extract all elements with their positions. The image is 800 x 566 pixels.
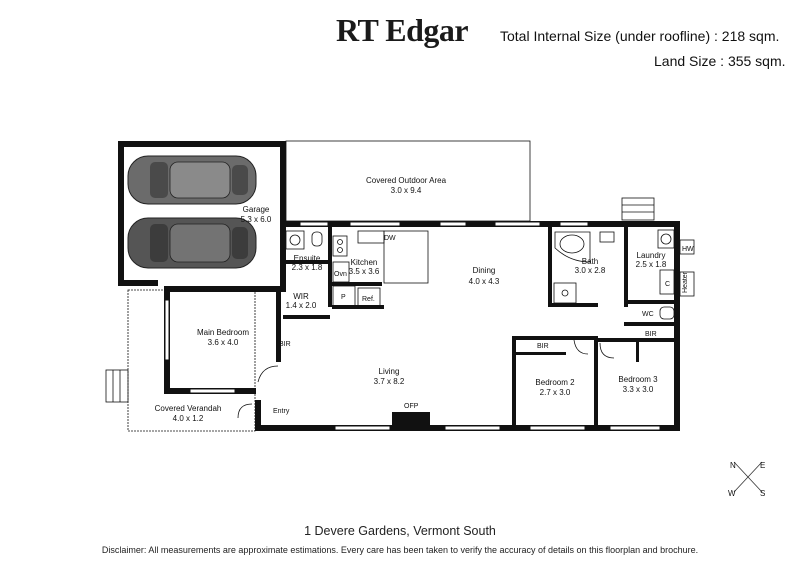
label-covered-verandah: Covered Verandah: [155, 404, 222, 413]
house-walls: [164, 221, 680, 431]
size-garage: 5.3 x 6.0: [241, 215, 272, 224]
label-ofp: OFP: [404, 403, 419, 410]
car-top: [127, 155, 257, 205]
front-steps: [105, 369, 129, 403]
label-bir-main: BIR: [279, 341, 291, 348]
disclaimer-text: Disclaimer: All measurements are approxi…: [101, 545, 699, 555]
label-covered-outdoor: Covered Outdoor Area: [366, 176, 447, 185]
size-bedroom3: 3.3 x 3.0: [623, 385, 654, 394]
size-bath: 3.0 x 2.8: [575, 266, 606, 275]
size-wir: 1.4 x 2.0: [286, 301, 317, 310]
label-wir: WIR: [293, 292, 309, 301]
open-fireplace: [392, 412, 430, 426]
size-covered-outdoor: 3.0 x 9.4: [391, 186, 422, 195]
size-dining: 4.0 x 4.3: [469, 277, 500, 286]
label-garage: Garage: [243, 205, 270, 214]
label-entry: Entry: [273, 408, 290, 415]
compass-n: N: [730, 461, 736, 470]
label-bir-bed3: BIR: [645, 331, 657, 338]
car-bottom: [127, 217, 257, 269]
label-main-bedroom: Main Bedroom: [197, 328, 249, 337]
label-dining: Dining: [473, 266, 496, 275]
label-pantry: P: [341, 294, 346, 301]
label-hot-water: HW: [682, 246, 694, 253]
label-dw: DW: [384, 235, 396, 242]
size-main-bedroom: 3.6 x 4.0: [208, 338, 239, 347]
label-bir-bed2: BIR: [537, 343, 549, 350]
back-steps: [621, 197, 655, 221]
label-ovn: Ovn: [334, 271, 347, 278]
label-kitchen: Kitchen: [351, 258, 378, 267]
compass-icon: N E W S: [728, 461, 765, 498]
label-bedroom2: Bedroom 2: [535, 378, 575, 387]
compass-w: W: [728, 489, 736, 498]
label-bath: Bath: [582, 257, 598, 266]
label-laundry: Laundry: [637, 251, 666, 260]
verandah-outline: [127, 289, 256, 432]
label-living: Living: [379, 367, 400, 376]
label-bedroom3: Bedroom 3: [618, 375, 658, 384]
garage: [118, 141, 286, 291]
size-kitchen: 3.5 x 3.6: [349, 267, 380, 276]
label-ensuite: Ensuite: [294, 254, 321, 263]
size-ensuite: 2.3 x 1.8: [292, 263, 323, 272]
brand-logo: RT Edgar: [336, 12, 469, 48]
label-cupboard: C: [665, 281, 670, 288]
label-heater: Heater: [682, 271, 689, 293]
land-size: Land Size : 355 sqm.: [654, 53, 786, 69]
compass-s: S: [760, 489, 765, 498]
size-covered-verandah: 4.0 x 1.2: [173, 414, 204, 423]
compass-e: E: [760, 461, 765, 470]
label-ref: Ref.: [362, 296, 375, 303]
size-bedroom2: 2.7 x 3.0: [540, 388, 571, 397]
size-living: 3.7 x 8.2: [374, 377, 405, 386]
total-internal-size: Total Internal Size (under roofline) : 2…: [500, 28, 780, 44]
property-address: 1 Devere Gardens, Vermont South: [304, 524, 496, 538]
label-wc: WC: [642, 311, 654, 318]
size-laundry: 2.5 x 1.8: [636, 260, 667, 269]
